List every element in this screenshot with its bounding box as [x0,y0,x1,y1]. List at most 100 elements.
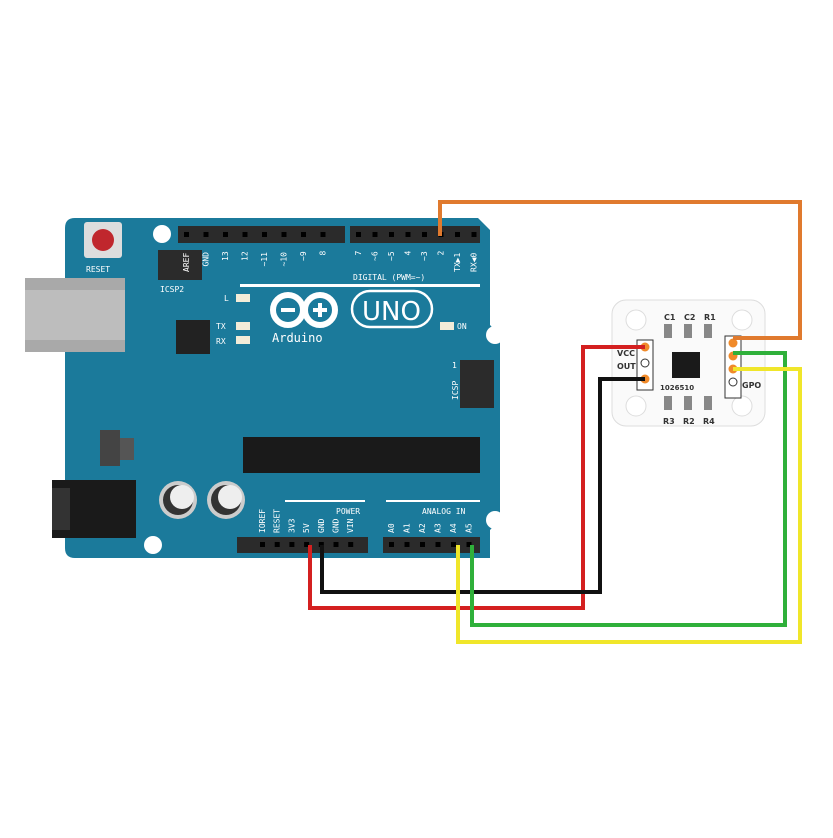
analog-pin-label: A1 [403,523,412,533]
analog-pin-label: A4 [449,523,458,533]
icsp-pin1-label: 1 [452,361,457,370]
digital-header-right [350,226,480,243]
analog-label: ANALOG IN [422,507,466,516]
header-pin[interactable] [420,542,425,547]
smd-component [664,396,672,410]
digital-pin-label: ~3 [420,251,429,261]
usb-chip [176,320,210,354]
power-pin-label: IOREF [258,509,267,533]
header-pin[interactable] [203,232,209,237]
smd-component [684,324,692,338]
icsp-label: ICSP [451,381,460,400]
analog-pin-label: A0 [387,523,396,533]
analog-header [383,537,480,553]
header-pin[interactable] [274,542,280,547]
smd-component [684,396,692,410]
led-tx [236,322,250,330]
icsp2-header [158,250,202,280]
gpo-label: GPO [742,381,761,390]
header-pin[interactable] [184,232,189,237]
header-pin[interactable] [466,542,472,547]
header-pin[interactable] [435,542,441,547]
power-pin-label: VIN [346,518,355,533]
digital-pin-label: 13 [221,251,230,261]
digital-header-left [178,226,345,243]
header-pin[interactable] [301,232,306,237]
uno-logo-text: UNO [362,297,421,327]
led-rx-label: RX [216,337,226,346]
arduino-logo: UNO Arduino [240,284,480,345]
wire-5v-to-vcc [308,345,645,610]
digital-pin-label: 7 [354,251,363,256]
smd-component [704,324,712,338]
chip-label: 1026510 [660,384,694,392]
led-tx-label: TX [216,322,226,331]
digital-pin-label: ~5 [387,251,396,261]
header-pin[interactable] [223,232,228,237]
digital-pin-label: 8 [319,251,328,256]
digital-pin-label: ~6 [371,251,380,261]
power-pin-label: 3V3 [287,518,296,533]
component-label: R4 [703,417,715,426]
icsp2-label: ICSP2 [160,285,184,294]
digital-pin-label: 12 [241,251,250,261]
header-pin[interactable] [304,542,310,547]
digital-pin-label: AREF [182,253,191,272]
smd-component [704,396,712,410]
power-pin-label: RESET [273,509,282,533]
header-pin[interactable] [404,542,410,547]
header-pin[interactable] [242,232,248,237]
mount-hole [153,225,171,243]
led-on-label: ON [457,322,467,331]
out-label: OUT [617,362,636,371]
component-label: R1 [704,313,716,322]
header-pin[interactable] [422,232,427,237]
header-pin[interactable] [333,542,339,547]
header-pin[interactable] [260,542,265,547]
reset-label: RESET [86,265,110,274]
digital-pin-label: GND [202,252,211,267]
header-pin[interactable] [405,232,411,237]
microcontroller-chip [243,437,480,473]
sensor-chip [672,352,700,378]
header-pin[interactable] [471,232,477,237]
header-pin[interactable] [389,542,394,547]
header-pin[interactable] [372,232,378,237]
capacitor [207,481,245,519]
header-pin[interactable] [318,542,324,547]
header-pin[interactable] [451,542,456,547]
digital-pin-label: TX▶1 [453,253,462,272]
digital-pin-label: 2 [437,251,446,256]
analog-pin-label: A3 [434,523,443,533]
digital-pin-label: RX◀0 [470,253,479,272]
mount-hole [144,536,162,554]
component-label: C1 [664,313,676,322]
power-pin-label: GND [317,518,326,533]
led-l [236,294,250,302]
digital-pin-label: ~9 [299,251,308,261]
analog-pin-label: A5 [465,523,474,533]
analog-pin-label: A2 [418,523,427,533]
power-pin-label: 5V [302,523,311,533]
header-pin[interactable] [281,232,287,237]
power-header [237,537,368,553]
component-label: R3 [663,417,675,426]
header-pin[interactable] [389,232,394,237]
header-pin[interactable] [348,542,354,547]
header-pin[interactable] [262,232,267,237]
led-on [440,322,454,330]
wire-a4-to-module-right-pin-3 [456,367,802,644]
header-pin[interactable] [455,232,460,237]
header-pin[interactable] [289,542,295,547]
wire-gnd-to-gnd [320,377,645,594]
power-label: POWER [336,507,360,516]
header-pin[interactable] [356,232,361,237]
header-pin[interactable] [320,232,326,237]
digital-pin-label: ~10 [280,252,289,267]
vcc-label: VCC [617,349,635,358]
component-label: R2 [683,417,695,426]
led-rx [236,336,250,344]
icsp-header [460,360,494,408]
